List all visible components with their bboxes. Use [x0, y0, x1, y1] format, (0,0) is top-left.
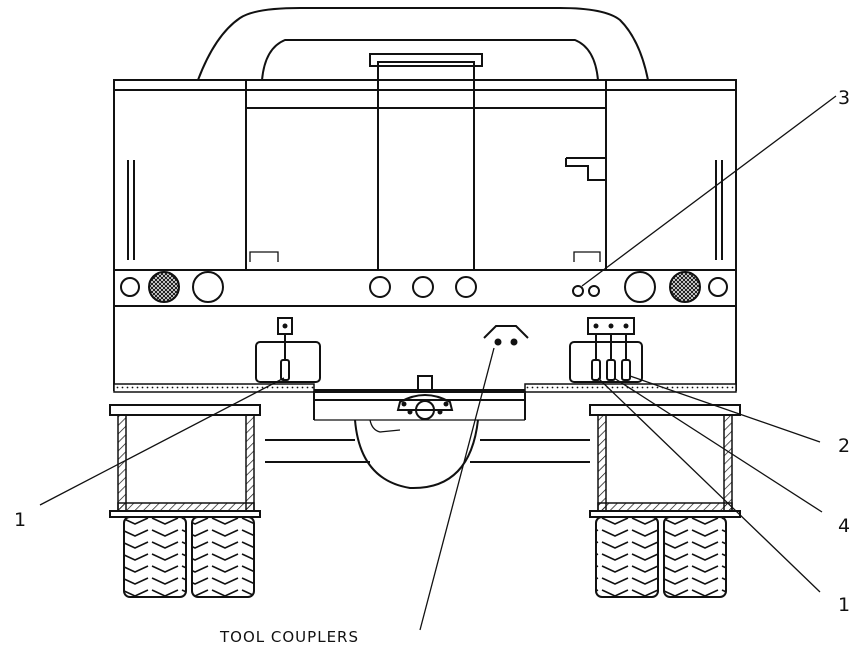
right-fender	[589, 404, 741, 518]
light-bar	[113, 269, 737, 307]
bumper-panel	[113, 305, 737, 401]
left-fender	[109, 404, 261, 518]
tires	[123, 516, 727, 598]
callout-1-right: 1	[838, 594, 850, 616]
axle-differential	[265, 400, 590, 490]
callout-4: 4	[838, 515, 850, 537]
cargo-body	[113, 53, 737, 271]
roll-bar	[197, 7, 649, 81]
tool-couplers-caption: TOOL COUPLERS	[219, 628, 359, 646]
pintle-hitch	[396, 375, 454, 420]
leader-lines	[39, 95, 837, 631]
callout-3: 3	[838, 87, 850, 109]
callout-2: 2	[838, 435, 850, 457]
callout-1-left: 1	[14, 509, 26, 531]
